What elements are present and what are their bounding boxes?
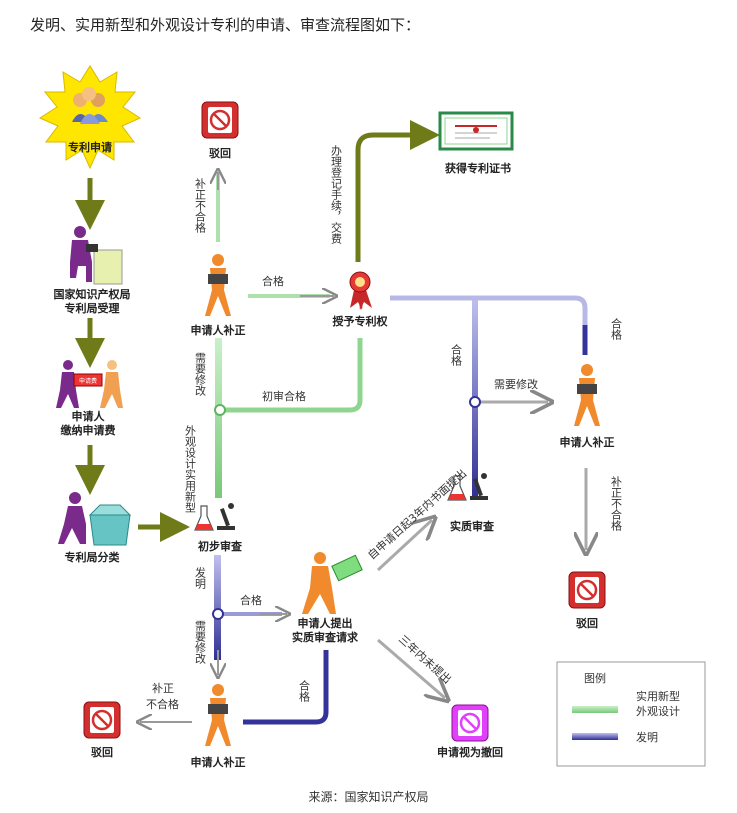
- node-prelim: 初步审查: [194, 502, 242, 553]
- reject-bottom-label: 驳回: [91, 745, 113, 759]
- fee-exchange-icon: 申请费: [56, 360, 123, 408]
- blue-track-prelim: [214, 555, 221, 660]
- box-sorting-icon: [58, 492, 132, 546]
- node-pay: 申请费 申请人 缴纳申请费: [56, 360, 123, 437]
- green-junction: [214, 404, 226, 416]
- legend-green-swatch: [572, 706, 618, 713]
- edge-label-design: 外观设计实用新型: [184, 425, 197, 513]
- node-correct-right: 申请人补正: [560, 364, 615, 449]
- prelim-label: 初步审查: [198, 539, 242, 553]
- node-reject-right: 驳回: [567, 570, 607, 630]
- edge-label-within3: 自申请日起3年内书面提出: [365, 466, 469, 562]
- pay-label-1: 申请人: [72, 409, 106, 423]
- source-caption: 来源：国家知识产权局: [308, 790, 429, 804]
- arrow-request-substantive: [376, 520, 432, 572]
- node-correct-bottom: 申请人补正: [191, 684, 246, 769]
- request-label-1: 申请人提出: [298, 616, 353, 630]
- reject-icon: [82, 700, 122, 740]
- legend: 图例 实用新型 外观设计 发明: [556, 661, 706, 767]
- correct-right-label: 申请人补正: [560, 435, 615, 449]
- node-classify: 专利局分类: [58, 492, 132, 564]
- office-label-1: 国家知识产权局: [54, 287, 131, 301]
- applicant-submit-icon: [302, 552, 363, 614]
- blue-junction-sub: [469, 396, 481, 408]
- legend-green-2: 外观设计: [636, 705, 680, 718]
- reject-right-label: 驳回: [576, 616, 598, 630]
- legend-blue-swatch: [572, 733, 618, 740]
- reject-top-label: 驳回: [209, 146, 231, 160]
- legend-green-1: 实用新型: [636, 689, 680, 703]
- node-request: 申请人提出 实质审查请求: [292, 552, 363, 644]
- apply-label: 专利申请: [68, 140, 112, 154]
- node-certificate: 获得专利证书: [438, 111, 514, 175]
- applicant-icon: [574, 364, 600, 426]
- edge-grant-certificate: [355, 120, 440, 262]
- node-substantive: 实质审查: [447, 472, 494, 533]
- edge-prelim-ok-grant: [222, 338, 363, 413]
- edge-label-sub-need-fix: 需要修改: [494, 377, 538, 391]
- edge-label-bottom-not-ok-1: 补正: [152, 682, 174, 695]
- fee-form-label: 申请费: [79, 377, 97, 385]
- edge-label-not-within3: 三年内未提出: [396, 632, 454, 687]
- edge-label-right-ok: 合格: [610, 317, 623, 341]
- node-reject-top: 驳回: [200, 100, 240, 160]
- edge-label-top-ok: 合格: [262, 274, 284, 288]
- people-icon: [72, 87, 108, 124]
- grant-label: 授予专利权: [333, 314, 389, 328]
- applicant-icon: [205, 254, 231, 316]
- edge-label-bottom-not-ok-2: 不合格: [146, 697, 179, 711]
- node-reject-bottom: 驳回: [82, 700, 122, 759]
- edge-label-ok-bottom: 合格: [240, 593, 262, 607]
- legend-title: 图例: [584, 671, 606, 685]
- reject-icon: [200, 100, 240, 140]
- edge-label-sub-ok: 合格: [450, 343, 463, 367]
- green-track-main: [215, 338, 222, 498]
- node-grant: 授予专利权: [333, 271, 389, 328]
- withdrawn-icon: [451, 704, 489, 742]
- award-ribbon-icon: [349, 271, 372, 310]
- edge-label-register: 办理登记手续，交费: [330, 145, 343, 245]
- node-office: 国家知识产权局 专利局受理: [54, 226, 131, 315]
- node-apply: 专利申请: [38, 65, 142, 170]
- request-label-2: 实质审查请求: [292, 630, 359, 644]
- office-label-2: 专利局受理: [65, 301, 120, 315]
- legend-blue: 发明: [636, 730, 658, 744]
- edge-label-prelim-ok: 初审合格: [262, 389, 306, 403]
- lab-microscope-icon: [194, 502, 236, 531]
- node-withdrawn: 申请视为撤回: [437, 704, 503, 759]
- edge-label-right-not-ok: 补正不合格: [610, 476, 623, 532]
- pay-label-2: 缴纳申请费: [61, 423, 116, 437]
- office-worker-icon: [70, 226, 123, 285]
- edge-label-need-fix-bottom: 需要修改: [194, 620, 207, 665]
- reject-icon: [567, 570, 607, 610]
- correct-top-label: 申请人补正: [191, 323, 246, 337]
- correct-bottom-label: 申请人补正: [191, 755, 246, 769]
- edge-bottom-correct-return: [243, 650, 329, 725]
- node-correct-top: 申请人补正: [191, 254, 246, 337]
- classify-label: 专利局分类: [65, 550, 121, 564]
- page-title: 发明、实用新型和外观设计专利的申请、审查流程图如下：: [30, 16, 421, 34]
- arrow-request-withdrawn: [377, 638, 445, 698]
- edge-sub-ok-grant: [390, 295, 588, 355]
- withdrawn-label: 申请视为撤回: [437, 745, 503, 759]
- substantive-label: 实质审查: [450, 519, 494, 533]
- certificate-icon: [438, 111, 514, 151]
- edge-label-top-not-ok: 补正不合格: [194, 178, 207, 234]
- edge-label-ok-return: 合格: [298, 679, 311, 703]
- applicant-icon: [205, 684, 231, 746]
- certificate-label: 获得专利证书: [445, 161, 511, 175]
- edge-label-need-fix-top: 需要修改: [194, 352, 207, 397]
- edge-label-invention: 发明: [194, 566, 207, 590]
- blue-junction-prelim: [212, 608, 224, 620]
